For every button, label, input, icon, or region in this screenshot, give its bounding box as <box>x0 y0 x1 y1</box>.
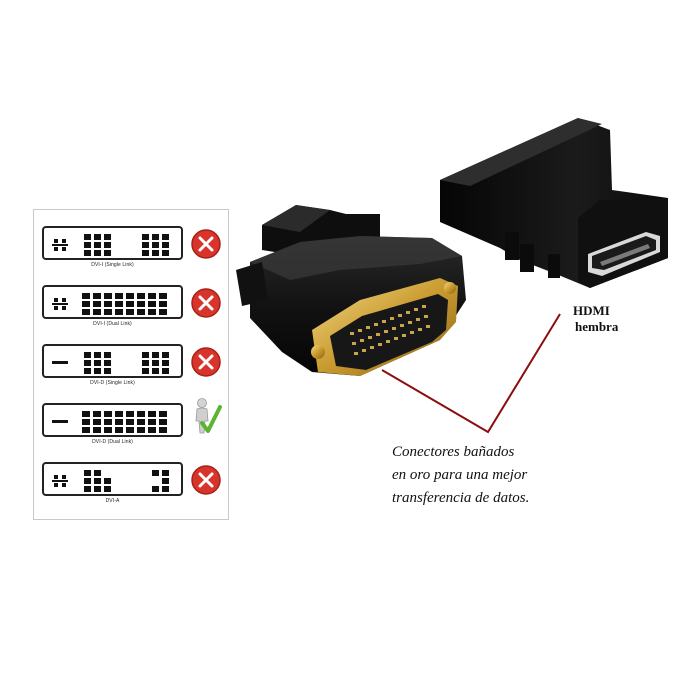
leader-lines <box>381 313 561 434</box>
compat-row-dvi-d-single: DVI-D (Single Link) <box>34 328 230 386</box>
gold-pins <box>350 305 430 355</box>
dvi-d-dual-plug-diagram <box>42 403 183 437</box>
gold-caption-line3: transferencia de datos. <box>392 490 530 506</box>
dvi-d-single-plug-diagram <box>42 344 183 378</box>
compat-row-dvi-i-dual: DVI-I (Dual Link) <box>34 269 230 327</box>
figure-green-check-icon <box>195 398 222 434</box>
gold-caption-line2: en oro para una mejor <box>392 467 528 483</box>
compat-row-label: DVI-D (Single Link) <box>90 380 135 386</box>
dvi-compatibility-chart: DVI-I (Single Link) <box>33 209 229 520</box>
dvi-a-plug-diagram <box>42 462 183 496</box>
gold-caption-line1: Conectores bañados <box>392 444 515 460</box>
dvi-male-adapter <box>236 205 466 376</box>
compat-row-dvi-d-dual: DVI-D (Dual Link) <box>34 387 230 445</box>
red-x-icon <box>191 347 221 377</box>
hdmi-female-adapter <box>440 118 668 288</box>
hdmi-label-line2: hembra <box>575 319 619 334</box>
hdmi-label-line1: HDMI <box>573 303 610 318</box>
dvi-i-single-plug-diagram <box>42 226 183 260</box>
compat-row-label: DVI-D (Dual Link) <box>92 439 133 445</box>
dvi-i-dual-plug-diagram <box>42 285 183 319</box>
compat-row-label: DVI-I (Dual Link) <box>93 321 132 327</box>
red-x-icon <box>191 465 221 495</box>
compat-row-dvi-a: DVI-A <box>34 446 230 504</box>
red-x-icon <box>191 229 221 259</box>
compat-row-label: DVI-I (Single Link) <box>91 262 134 268</box>
gold-contacts-caption: Conectores bañados en oro para una mejor… <box>392 441 632 510</box>
compat-row-label: DVI-A <box>105 498 120 504</box>
compat-row-dvi-i-single: DVI-I (Single Link) <box>34 210 230 268</box>
red-x-icon <box>191 288 221 318</box>
